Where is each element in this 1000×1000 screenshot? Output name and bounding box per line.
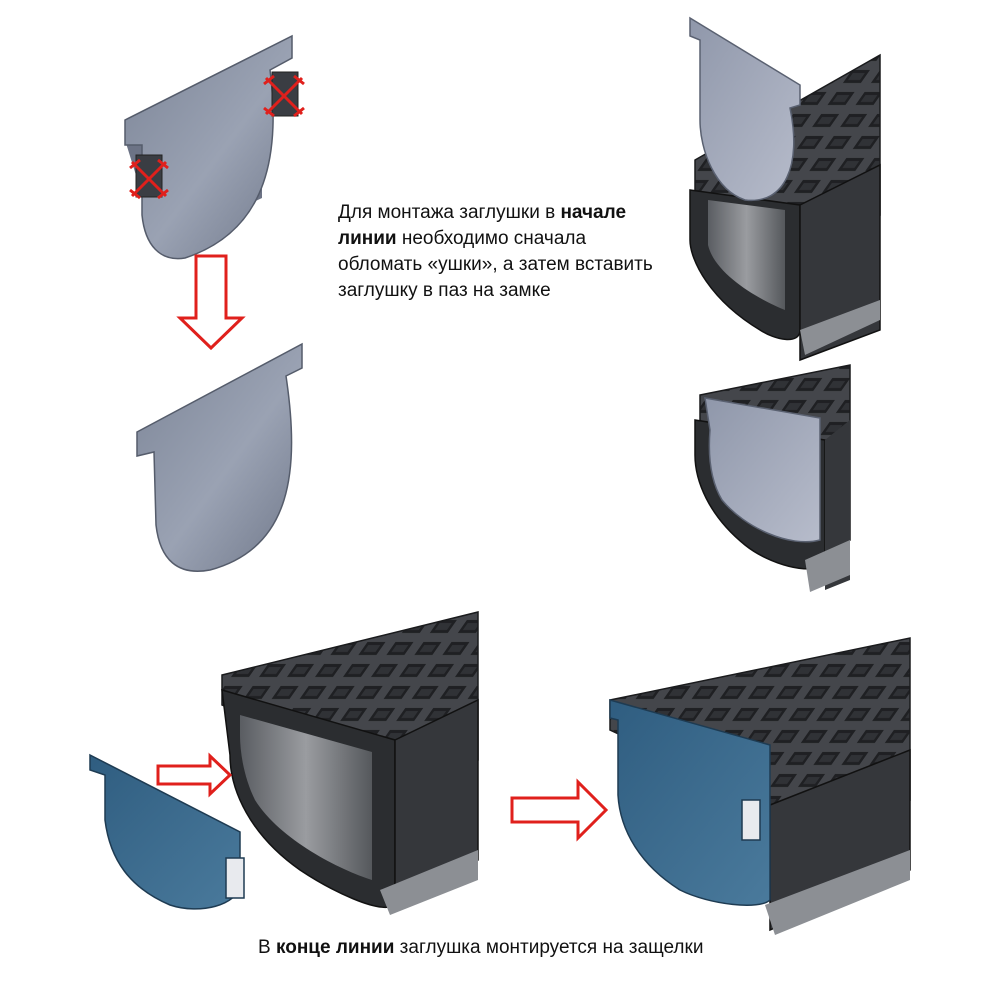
right-arrow-small-icon [156,752,233,798]
plate-with-ears [124,34,305,260]
down-arrow-icon [176,254,246,351]
caption-top-bold-start: начале [560,202,627,223]
plate-without-ears [136,342,303,572]
caption-bottom-bold: конце линии [275,937,395,958]
remove-ear-cross-left [129,158,169,200]
caption-top-part2: необходимо сначала обломать «ушки», а за… [338,228,653,301]
channel-end-approach [89,611,479,915]
remove-ear-cross-right [263,74,305,118]
caption-end-of-line: В конце линии заглушка монтируется на за… [258,935,978,961]
channel-end-installed [609,637,911,935]
channel-start-installed [694,364,851,592]
caption-top-bold-line: линии [338,228,397,249]
caption-start-of-line: Для монтажа заглушки в начале линии необ… [338,200,658,304]
left-ear [135,154,163,198]
caption-bottom-part1: В [258,937,276,958]
caption-bottom-part2: заглушка монтируется на защелки [394,937,704,958]
caption-top-part1: Для монтажа заглушки в [338,202,561,223]
right-arrow-large-icon [510,778,609,842]
channel-start-insert [689,16,881,362]
